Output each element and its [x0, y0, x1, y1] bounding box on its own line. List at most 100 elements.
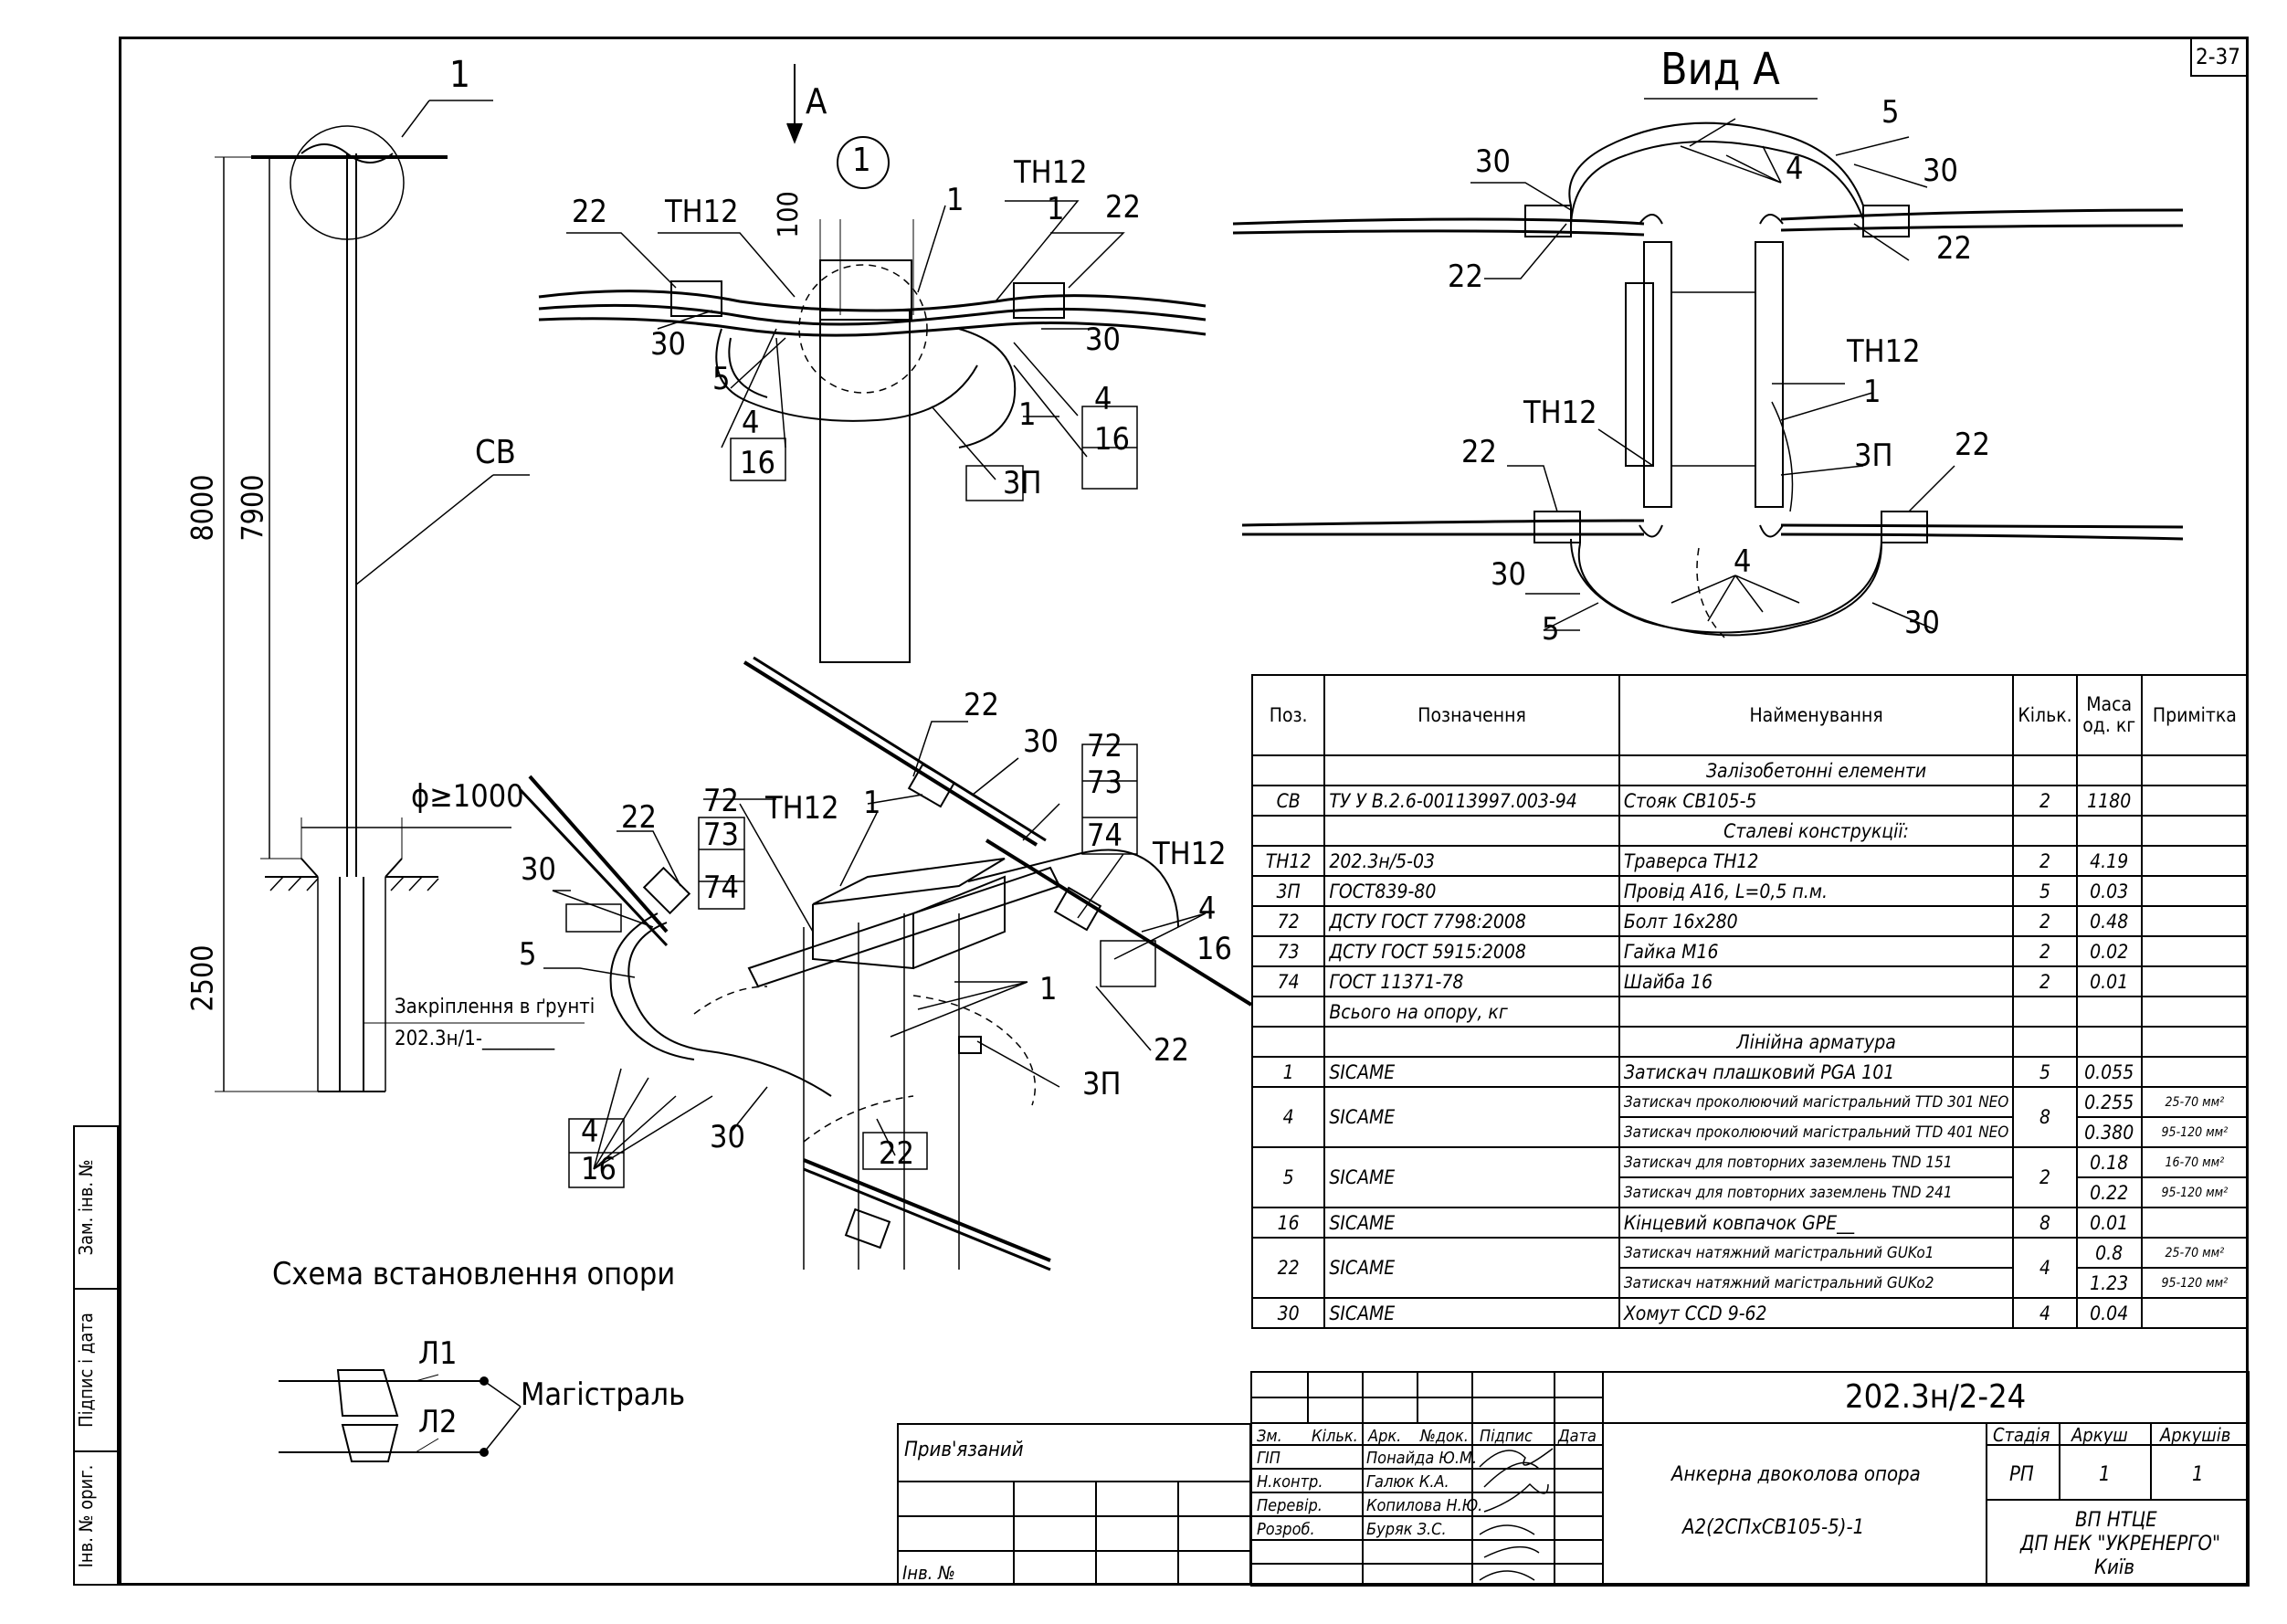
d1-label: 16 — [1094, 421, 1130, 458]
spec-name: Хомут CCD 9-62 — [1618, 1297, 2015, 1329]
iso-label: 72 — [1087, 728, 1122, 765]
pole-callout-1: 1 — [449, 54, 470, 96]
table-row: 72 ДСТУ ГОСТ 7798:2008 Болт 16х280 2 0.4… — [1250, 905, 2250, 937]
anchor-ref: 202.3н/1-________ — [395, 1028, 555, 1050]
spec-h-qty: Кільк. — [2012, 674, 2078, 756]
iso-label: 72 — [703, 783, 739, 819]
spec-qty: 2 — [2012, 845, 2078, 877]
iso-label: 1 — [1039, 971, 1058, 1007]
arrow-a-label: А — [806, 81, 827, 121]
spec-name: Затискач для повторних заземлень TND 151 — [1618, 1146, 2015, 1178]
table-row: 5 SICAME Затискач для повторних заземлен… — [1250, 1146, 2250, 1208]
rev-h-ark: Арк. — [1368, 1427, 1402, 1446]
spec-note: 25-70 мм² — [2140, 1237, 2250, 1269]
spec-code: 202.3н/5-03 — [1323, 845, 1620, 877]
table-row: 30 SICAME Хомут CCD 9-62 4 0.04 — [1250, 1297, 2250, 1329]
va-label: 22 — [1461, 434, 1497, 470]
d1-label: 16 — [740, 445, 775, 481]
va-label: 5 — [1881, 94, 1900, 131]
spec-qty: 4 — [2012, 1297, 2078, 1329]
d1-label: 1 — [1018, 396, 1037, 433]
d1-label: 4 — [1094, 381, 1112, 417]
spec-mass: 0.02 — [2075, 935, 2143, 967]
spec-code: ДСТУ ГОСТ 7798:2008 — [1323, 905, 1620, 937]
spec-code: SICAME — [1323, 1237, 1620, 1299]
spec-name: Затискач проколюючий магістральний TTD 3… — [1618, 1086, 2015, 1118]
iso-label: 73 — [703, 817, 739, 853]
spec-name: Стояк СВ105-5 — [1618, 785, 2015, 817]
spec-qty: 8 — [2012, 1207, 2078, 1239]
d1-label: 22 — [1105, 189, 1141, 226]
spec-code: ТУ У В.2.6-00113997.003-94 — [1323, 785, 1620, 817]
spec-note — [2140, 785, 2250, 817]
spec-qty: 2 — [2012, 785, 2078, 817]
iso-label: 22 — [621, 799, 657, 836]
spec-note — [2140, 1297, 2250, 1329]
sheets-value: 1 — [2192, 1463, 2204, 1486]
spec-pos: 74 — [1250, 965, 1326, 997]
va-label: ТН12 — [1847, 333, 1921, 370]
d1-label: 5 — [712, 361, 731, 397]
scheme-title: Схема встановлення опори — [272, 1256, 676, 1292]
iso-label: ТН12 — [1153, 836, 1227, 872]
spec-name: Кінцевий ковпачок GPE__ — [1618, 1207, 2015, 1239]
d1-label: ТН12 — [665, 194, 739, 230]
d1-label: 4 — [742, 405, 760, 441]
org-line2: ДП НЕК "УКРЕНЕРГО" — [2020, 1533, 2221, 1555]
spec-qty: 2 — [2012, 905, 2078, 937]
sheet-header: Аркуш — [2071, 1424, 2128, 1446]
spec-pos: ТН12 — [1250, 845, 1326, 877]
spec-pos: 16 — [1250, 1207, 1326, 1239]
table-row: ТН12 202.3н/5-03 Траверса ТН12 2 4.19 — [1250, 845, 2250, 877]
spec-note: 95-120 мм² — [2140, 1267, 2250, 1299]
rev-h-doc: №док. — [1420, 1427, 1469, 1446]
va-label: 22 — [1955, 427, 1990, 463]
spec-mass: 0.18 — [2075, 1146, 2143, 1178]
spec-pos: 5 — [1250, 1146, 1326, 1208]
table-row: Затискач проколюючий магістральний TTD 4… — [1252, 1116, 2250, 1148]
left-strip-divider — [73, 1450, 119, 1452]
spec-code: SICAME — [1323, 1207, 1620, 1239]
spec-note — [2140, 845, 2250, 877]
va-label: 30 — [1491, 556, 1526, 593]
d1-label: 30 — [650, 326, 686, 363]
iso-label: 16 — [581, 1151, 617, 1187]
spec-pos: 3П — [1250, 875, 1326, 907]
spec-header-row: Поз. Позначення Найменування Кільк. Маса… — [1250, 674, 2250, 756]
iso-label: 30 — [1023, 723, 1059, 760]
view-a-title: Вид А — [1660, 44, 1780, 95]
spec-mass: 0.48 — [2075, 905, 2143, 937]
spec-pos: 1 — [1250, 1056, 1326, 1088]
spec-note — [2140, 965, 2250, 997]
stage-header: Стадія — [1993, 1424, 2050, 1446]
spec-name: Затискач натяжний магістральний GUKo2 — [1618, 1267, 2015, 1299]
spec-code: SICAME — [1323, 1146, 1620, 1208]
va-label: 5 — [1542, 611, 1560, 648]
inv-no-label: Інв. № — [902, 1562, 955, 1584]
d1-label: 1 — [946, 182, 964, 218]
spec-note — [2140, 1056, 2250, 1088]
spec-mass: 0.01 — [2075, 1207, 2143, 1239]
va-label: 4 — [1734, 543, 1752, 580]
spec-mass: 0.03 — [2075, 875, 2143, 907]
spec-mass: 0.8 — [2075, 1237, 2143, 1269]
iso-label: 4 — [581, 1113, 599, 1150]
spec-table: Поз. Позначення Найменування Кільк. Маса… — [1250, 674, 2250, 1329]
spec-pos: 30 — [1250, 1297, 1326, 1329]
table-row: 73 ДСТУ ГОСТ 5915:2008 Гайка М16 2 0.02 — [1250, 935, 2250, 967]
person: Понайда Ю.М. — [1366, 1449, 1478, 1468]
table-row: 22 SICAME Затискач натяжний магістральни… — [1250, 1237, 2250, 1299]
iso-label: 74 — [703, 870, 739, 906]
table-row: Всього на опору, кг — [1250, 996, 2250, 1028]
spec-name: Затискач проколюючий магістральний TTD 4… — [1618, 1116, 2015, 1148]
spec-name: Траверса ТН12 — [1618, 845, 2015, 877]
iso-label: 4 — [1198, 891, 1217, 927]
left-strip — [73, 1125, 119, 1586]
d1-label: 3П — [1003, 465, 1042, 501]
iso-label: 73 — [1087, 765, 1122, 801]
iso-label: 74 — [1087, 817, 1122, 854]
detail-circle-label: 1 — [852, 142, 871, 179]
table-row: Затискач для повторних заземлень TND 241… — [1252, 1176, 2250, 1208]
d1-label: 22 — [572, 194, 607, 230]
va-label: 30 — [1475, 143, 1511, 180]
